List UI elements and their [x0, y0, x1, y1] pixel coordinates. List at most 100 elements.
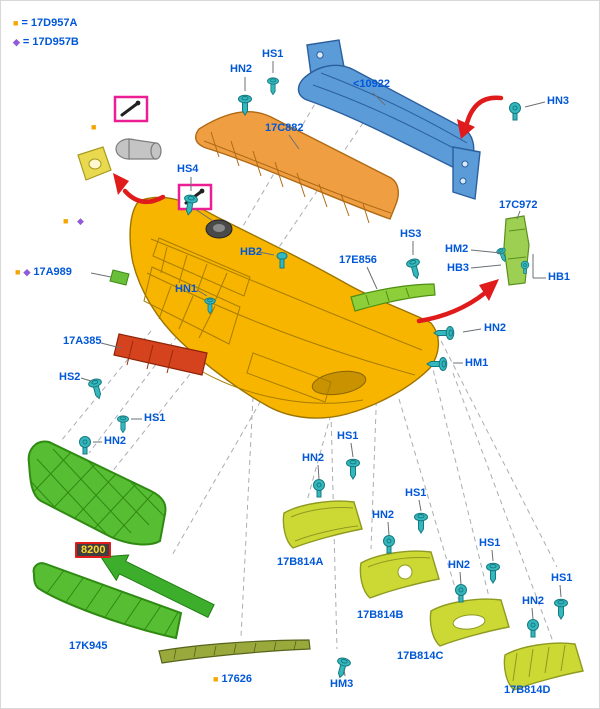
part-label-bracket-17C972[interactable]: 17C972	[499, 199, 538, 211]
label-text: HN2	[230, 63, 253, 75]
label-text: HN2	[302, 452, 325, 464]
part-label-hs2[interactable]: HS2	[59, 371, 80, 383]
label-text: HB3	[447, 262, 470, 274]
bumper-strip-17A385-shape[interactable]	[113, 333, 208, 376]
part-label-hs1-grille[interactable]: HS1	[144, 412, 165, 424]
part-label-hm2[interactable]: HM2	[445, 243, 468, 255]
part-label-hn2-beam[interactable]: HN2	[230, 63, 252, 75]
label-text: HN2	[522, 595, 545, 607]
part-label-bezel-17B814D[interactable]: 17B814D	[504, 684, 550, 696]
part-label-hs1-a[interactable]: HS1	[337, 430, 358, 442]
part-label-grille-8200[interactable]: 8200	[75, 542, 112, 559]
part-label-bezel-17B814A[interactable]: 17B814A	[277, 556, 323, 568]
label-text: HS3	[400, 228, 422, 240]
red-arrow-to-sensor	[113, 173, 166, 205]
bumper-cover[interactable]	[129, 196, 440, 419]
screw-icon	[117, 415, 129, 434]
lower-grille-17K945-shape[interactable]	[32, 561, 186, 641]
label-text: HM1	[465, 357, 489, 369]
fog-bezel-17B814C-shape[interactable]	[429, 598, 510, 647]
part-label-hn2-a[interactable]: HN2	[302, 452, 324, 464]
label-text: HM2	[445, 243, 469, 255]
part-label-hn2-right[interactable]: HN2	[484, 322, 506, 334]
label-text: HB1	[548, 271, 571, 283]
green-arrow-to-grille	[100, 554, 215, 618]
screw-icon	[405, 257, 424, 281]
part-label-hs4[interactable]: HS4	[177, 163, 198, 175]
label-text: HN2	[448, 559, 471, 571]
part-label-legend-17D957B[interactable]: ◆= 17D957B	[13, 36, 79, 48]
bumper-reinforcement-beam[interactable]	[297, 39, 481, 200]
part-label-hb2[interactable]: HB2	[240, 246, 262, 258]
part-label-hn2-c[interactable]: HN2	[448, 559, 470, 571]
label-text: HS1	[337, 430, 359, 442]
screw-icon	[554, 598, 568, 620]
part-label-legend-17D957A[interactable]: ■= 17D957A	[13, 17, 77, 29]
label-text: 17E856	[339, 254, 377, 266]
part-label-hs1-beam[interactable]: HS1	[262, 48, 283, 60]
screw-icon	[267, 77, 279, 96]
label-text: 17C972	[499, 199, 538, 211]
label-text: HN2	[372, 509, 395, 521]
part-label-hn3[interactable]: HN3	[547, 95, 569, 107]
grommet[interactable]	[205, 219, 233, 239]
label-text: HN3	[547, 95, 570, 107]
part-label-hs3[interactable]: HS3	[400, 228, 421, 240]
part-label-bracket-17A989[interactable]: ■◆17A989	[15, 266, 72, 278]
fog-bezel-17B814A-shape[interactable]	[282, 500, 363, 549]
bracket-17E856-shape[interactable]	[350, 283, 436, 312]
part-label-hs1-b[interactable]: HS1	[405, 487, 426, 499]
lower-strip-17626-shape[interactable]	[158, 639, 311, 664]
part-label-hn2-grille[interactable]: HN2	[104, 435, 126, 447]
part-label-hn2-d[interactable]: HN2	[522, 595, 544, 607]
red-arrow-to-brackets	[416, 279, 499, 324]
part-label-strip-17626[interactable]: ■17626	[213, 673, 252, 685]
fog-bezel-17B814B-shape[interactable]	[359, 550, 440, 599]
part-label-strip-17E856[interactable]: 17E856	[339, 254, 377, 266]
part-label-hn1[interactable]: HN1	[175, 283, 197, 295]
label-text: 17K945	[69, 640, 108, 652]
part-label-grille-17K945[interactable]: 17K945	[69, 640, 108, 652]
leader-lines	[80, 61, 562, 677]
label-text: HS1	[262, 48, 284, 60]
fog-bezel-17B814D-shape[interactable]	[503, 642, 584, 691]
parking-sensor-assembly[interactable]	[77, 138, 162, 181]
orange-square-marker: ■	[213, 673, 219, 684]
strip-hatch	[126, 340, 174, 374]
label-text: 17A989	[33, 266, 72, 278]
part-label-bezel-17B814C[interactable]: 17B814C	[397, 650, 443, 662]
part-label-hb3[interactable]: HB3	[447, 262, 469, 274]
part-label-hm1[interactable]: HM1	[465, 357, 488, 369]
part-label-hn2-b[interactable]: HN2	[372, 509, 394, 521]
part-label-hm3[interactable]: HM3	[330, 678, 353, 690]
clip-icon	[527, 619, 539, 638]
part-label-beam-10922[interactable]: <10922	[353, 78, 390, 90]
label-text: HN2	[484, 322, 507, 334]
purple-diamond-marker: ◆	[23, 266, 31, 277]
part-label-bezel-17B814B[interactable]: 17B814B	[357, 609, 403, 621]
part-label-hs1-c[interactable]: HS1	[479, 537, 500, 549]
label-text: = 17D957A	[21, 17, 78, 29]
part-label-strip-17A385[interactable]: 17A385	[63, 335, 102, 347]
label-text: 17A385	[63, 335, 102, 347]
part-label-hb1[interactable]: HB1	[548, 271, 570, 283]
label-text: HS1	[551, 572, 573, 584]
label-text: 17C882	[265, 122, 304, 134]
upper-grille-8200-shape[interactable]	[21, 431, 177, 551]
clip-17A989-shape[interactable]	[109, 269, 130, 286]
bracket-17C972-shape[interactable]	[503, 215, 530, 286]
impact-absorber-17C882[interactable]	[194, 111, 399, 224]
clip-icon	[455, 584, 467, 603]
screw-icon	[333, 656, 352, 680]
label-text: HS4	[177, 163, 199, 175]
part-label-hs1-d[interactable]: HS1	[551, 572, 572, 584]
label-text: HS2	[59, 371, 81, 383]
pushpin-clip[interactable]	[276, 252, 288, 269]
part-label-absorber-17C882[interactable]: 17C882	[265, 122, 304, 134]
label-text: 17626	[221, 673, 253, 685]
label-text: HM3	[330, 678, 354, 690]
label-text: = 17D957B	[22, 36, 79, 48]
